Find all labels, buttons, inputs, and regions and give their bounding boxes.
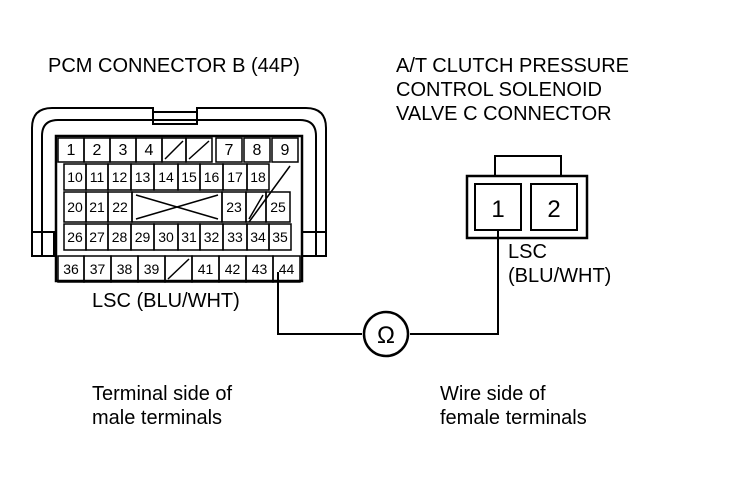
pcm-view-caption-line-1: Terminal side of [92, 383, 233, 405]
solenoid-pin-1: 1 [491, 196, 504, 223]
pcm-pin-label: 34 [250, 229, 266, 245]
pcm-housing-side-right [301, 231, 327, 257]
pcm-pin-label: 41 [198, 261, 214, 277]
solenoid-wire-label-line-2: (BLU/WHT) [508, 265, 611, 287]
pcm-connector-title: PCM CONNECTOR B (44P) [48, 55, 300, 77]
pcm-pin-label: 38 [117, 261, 133, 277]
pcm-view-caption-line-2: male terminals [92, 407, 222, 429]
pcm-pin-cell [272, 255, 301, 283]
pcm-pin-label: 27 [89, 229, 105, 245]
pcm-pin-label: 8 [253, 142, 262, 159]
pcm-pin-label: 20 [67, 199, 83, 215]
solenoid-body [465, 174, 589, 240]
pcm-blank-slash [188, 140, 210, 160]
pcm-pin-cell [268, 223, 292, 251]
pcm-blank-slash [248, 165, 291, 223]
pcm-blank-slash [167, 258, 190, 280]
pcm-pin-label: 22 [112, 199, 128, 215]
solenoid-view-caption-line-1: Wire side of [440, 383, 546, 405]
pcm-pin-label: 36 [63, 261, 79, 277]
pcm-pin-label: 18 [250, 169, 266, 185]
pcm-blank-cross [135, 194, 219, 220]
wire-pcm-to-meter [277, 272, 362, 335]
ohm-meter-circle [362, 310, 410, 358]
pcm-pin-label: 14 [158, 169, 174, 185]
pcm-pin-cell [265, 191, 291, 223]
ohmmeter: Ω [362, 310, 410, 358]
pcm-pin-label: 10 [67, 169, 83, 185]
pcm-pin-label: 26 [67, 229, 83, 245]
pcm-pin-label: 32 [204, 229, 220, 245]
pcm-pin-label: 11 [90, 169, 105, 185]
solenoid-pin-2: 2 [547, 196, 560, 223]
pcm-pin-block [54, 134, 304, 283]
pcm-pin-cell [271, 137, 299, 163]
pcm-pin-cell [215, 137, 243, 163]
pcm-pin-label: 31 [181, 229, 197, 245]
pcm-pin-label: 33 [227, 229, 243, 245]
pcm-pin-label: 1 [67, 142, 76, 159]
pcm-pin-label: 23 [226, 199, 242, 215]
pcm-pin-label: 39 [144, 261, 160, 277]
pcm-pin-label: 15 [181, 169, 197, 185]
pcm-pin-label: 21 [89, 199, 105, 215]
pcm-blank-slash [164, 140, 184, 160]
solenoid-title-line-2: CONTROL SOLENOID [396, 79, 602, 101]
pcm-pin-label: 9 [281, 142, 290, 159]
solenoid-wire-label-line-1: LSC [508, 241, 547, 263]
pcm-pin-label: 2 [93, 142, 102, 159]
pcm-pin-label: 13 [135, 169, 151, 185]
pcm-housing-outer [31, 107, 327, 256]
pcm-key-tab [152, 111, 198, 125]
pcm-wire-label: LSC (BLU/WHT) [92, 290, 240, 312]
pcm-blank-cavity [185, 137, 213, 163]
pcm-pin-label: 29 [135, 229, 151, 245]
pcm-pin-label: 16 [204, 169, 220, 185]
pcm-pin-label: 42 [225, 261, 241, 277]
pcm-connector [31, 107, 327, 283]
wire-lsc [277, 230, 499, 335]
pcm-pin-label: 4 [145, 142, 154, 159]
pcm-pin-label: 17 [227, 169, 243, 185]
solenoid-pin-2-cell [530, 183, 578, 231]
solenoid-connector [465, 155, 589, 240]
solenoid-key [494, 155, 562, 177]
solenoid-view-caption-line-2: female terminals [440, 407, 587, 429]
pcm-pin-label: 30 [158, 229, 174, 245]
pcm-pin-label: 37 [90, 261, 106, 277]
pcm-pin-label: 25 [270, 199, 286, 215]
pcm-pin-label: 28 [112, 229, 128, 245]
pcm-pin-label: 35 [272, 229, 288, 245]
pcm-pin-label: 12 [112, 169, 128, 185]
ohm-symbol: Ω [377, 322, 395, 349]
pcm-housing-inner [41, 119, 317, 256]
solenoid-title-line-3: VALVE C CONNECTOR [396, 103, 612, 125]
pcm-pin-label: 44 [279, 261, 295, 277]
wire-meter-to-solenoid [410, 230, 499, 335]
pcm-pin-label: 43 [252, 261, 268, 277]
pcm-pin-cell [246, 163, 270, 191]
pcm-blank-slash [248, 194, 264, 220]
pcm-pin-label: 7 [225, 142, 234, 159]
pcm-pin-label: 3 [119, 142, 128, 159]
pcm-pin-cell [243, 137, 271, 163]
solenoid-title-line-1: A/T CLUTCH PRESSURE [396, 55, 629, 77]
